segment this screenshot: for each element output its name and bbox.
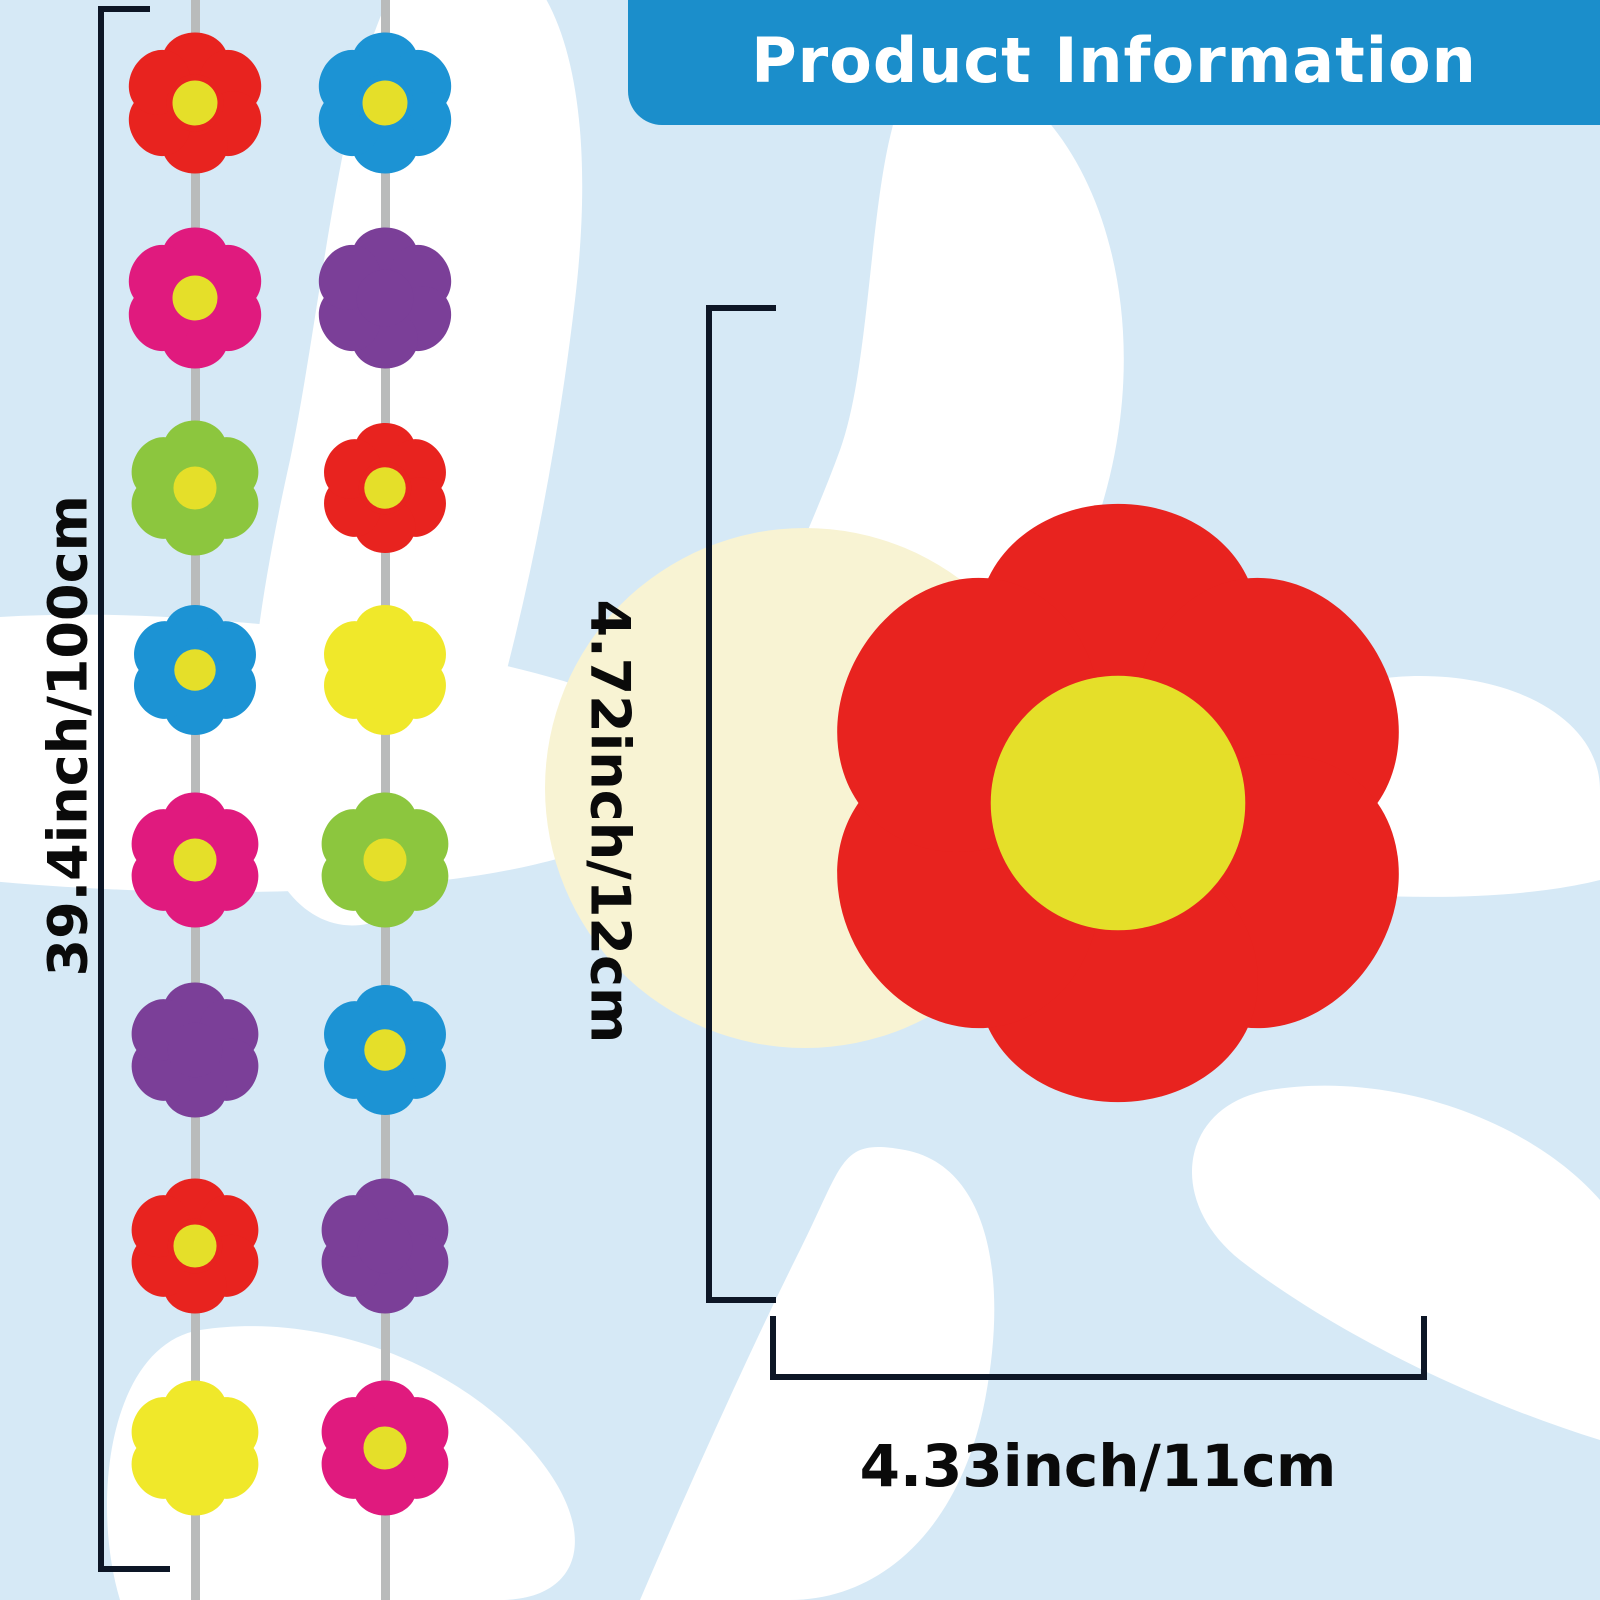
- flower-pink: [128, 227, 262, 369]
- flower-center: [364, 467, 406, 509]
- width-bracket-tick-left: [770, 1316, 776, 1378]
- depth-bracket-vertical: [706, 305, 712, 1303]
- flower-center: [173, 838, 217, 882]
- garland-flower: [309, 974, 461, 1130]
- garland-flower: [113, 21, 278, 190]
- flower-center: [173, 466, 217, 510]
- flower-pink: [131, 792, 259, 928]
- flower-green: [321, 792, 449, 928]
- depth-bracket-tick-bottom: [706, 1297, 776, 1303]
- flower-center: [172, 275, 218, 321]
- flower-center: [172, 80, 218, 126]
- garland-flower: [116, 1369, 274, 1531]
- bg-petal-bottom-center: [640, 1146, 995, 1600]
- flower-hub: [357, 1218, 413, 1274]
- flower-center: [173, 1224, 217, 1268]
- garland-flower: [309, 412, 461, 568]
- garland-flower: [306, 781, 464, 943]
- flower-pink: [321, 1380, 449, 1516]
- bg-petal-bottom-right: [1191, 1085, 1600, 1440]
- flower-red: [324, 423, 446, 553]
- height-bracket-tick-bottom: [98, 1566, 170, 1572]
- garland-flower: [116, 409, 274, 571]
- flower-blue: [318, 32, 452, 174]
- flower-blue: [134, 605, 256, 735]
- product-information-banner: Product Information: [628, 0, 1600, 125]
- depth-dimension-label: 4.72inch/12cm: [578, 599, 642, 1044]
- flower-center: [363, 838, 407, 882]
- depth-bracket-tick-top: [706, 305, 776, 311]
- flower-center: [362, 80, 408, 126]
- flower-red: [131, 1178, 259, 1314]
- flower-green: [131, 420, 259, 556]
- flower-purple: [131, 982, 259, 1118]
- width-dimension-label: 4.33inch/11cm: [859, 1432, 1337, 1500]
- flower-purple: [321, 1178, 449, 1314]
- garland-flower: [303, 21, 468, 190]
- flower-purple: [318, 227, 452, 369]
- garland-flower: [309, 594, 461, 750]
- garland-flower: [113, 216, 278, 385]
- banner-title: Product Information: [751, 24, 1477, 97]
- garland-flower: [303, 216, 468, 385]
- height-bracket-tick-top: [98, 6, 150, 12]
- flower-hub: [358, 643, 412, 697]
- garland-flower: [119, 594, 271, 750]
- flower-blue: [324, 985, 446, 1115]
- width-bracket-tick-right: [1421, 1316, 1427, 1378]
- width-bracket-horizontal: [770, 1374, 1427, 1380]
- garland-flower: [116, 781, 274, 943]
- flower-red: [128, 32, 262, 174]
- height-dimension-label: 39.4inch/100cm: [36, 495, 100, 977]
- flower-hub: [167, 1420, 223, 1476]
- garland-flower: [116, 971, 274, 1133]
- garland-flower: [116, 1167, 274, 1329]
- flower-center: [364, 1029, 406, 1071]
- height-bracket-vertical: [98, 6, 104, 1572]
- large-red-flower: [768, 453, 1468, 1157]
- flower-yellow: [324, 605, 446, 735]
- flower-hub: [167, 1022, 223, 1078]
- hero-flower-shape: [837, 503, 1399, 1103]
- garland-flower: [306, 1167, 464, 1329]
- flower-center: [174, 649, 216, 691]
- flower-center: [363, 1426, 407, 1470]
- garland-flower: [306, 1369, 464, 1531]
- flower-yellow: [131, 1380, 259, 1516]
- flower-center: [990, 675, 1246, 931]
- flower-hub: [356, 269, 414, 327]
